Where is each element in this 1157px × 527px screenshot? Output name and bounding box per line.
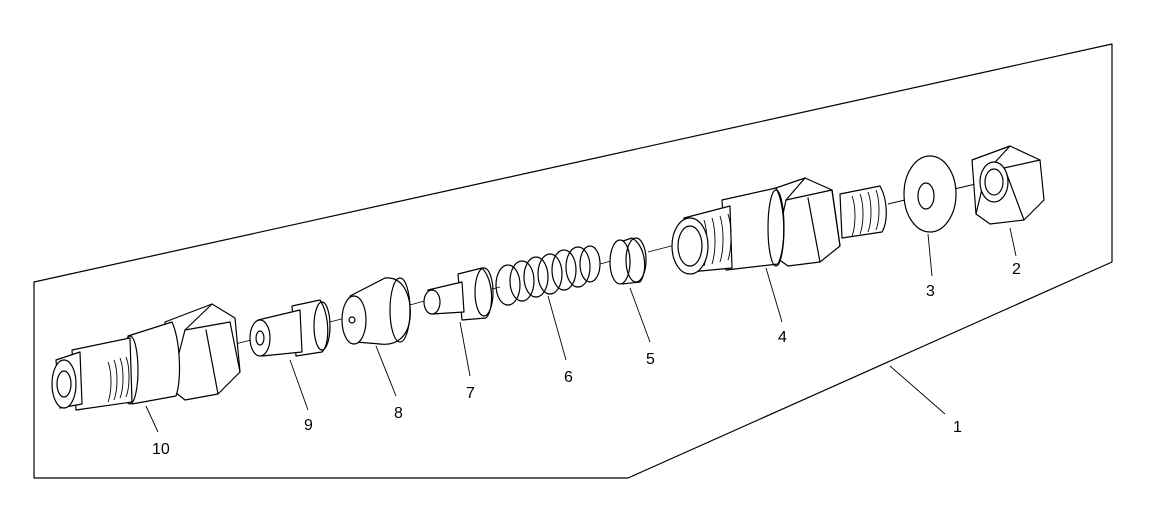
leader-10 (145, 405, 159, 433)
background-panel (33, 43, 1113, 479)
part-7-stem (423, 267, 494, 321)
part-9-sleeve (249, 299, 331, 357)
part-8-cone (341, 277, 411, 345)
callout-1: 1 (953, 419, 962, 436)
callout-6: 6 (564, 369, 573, 386)
callout-labels: 1 2 3 4 5 6 7 8 9 10 (152, 261, 1021, 458)
callout-2: 2 (1012, 261, 1021, 278)
callout-7: 7 (466, 385, 475, 402)
callout-3: 3 (926, 283, 935, 300)
callout-4: 4 (778, 329, 787, 346)
callout-9: 9 (304, 417, 313, 434)
part-3-washer (903, 155, 957, 233)
callout-8: 8 (394, 405, 403, 422)
part-6-spring (495, 245, 601, 306)
part-5-disc (609, 237, 647, 285)
leader-4 (765, 267, 783, 323)
leader-2 (1009, 227, 1017, 257)
leader-6 (547, 295, 567, 361)
leader-8 (375, 345, 397, 397)
part-10-fitting-body (51, 303, 241, 411)
leader-1 (889, 365, 946, 415)
part-4-union-body (671, 177, 887, 275)
leader-3 (927, 233, 933, 277)
leader-9 (289, 359, 309, 411)
leader-5 (629, 287, 651, 343)
callout-10: 10 (152, 441, 170, 458)
part-2-hex-nut (971, 145, 1045, 225)
leader-lines (145, 227, 1017, 433)
callout-5: 5 (646, 351, 655, 368)
leader-7 (459, 321, 471, 377)
